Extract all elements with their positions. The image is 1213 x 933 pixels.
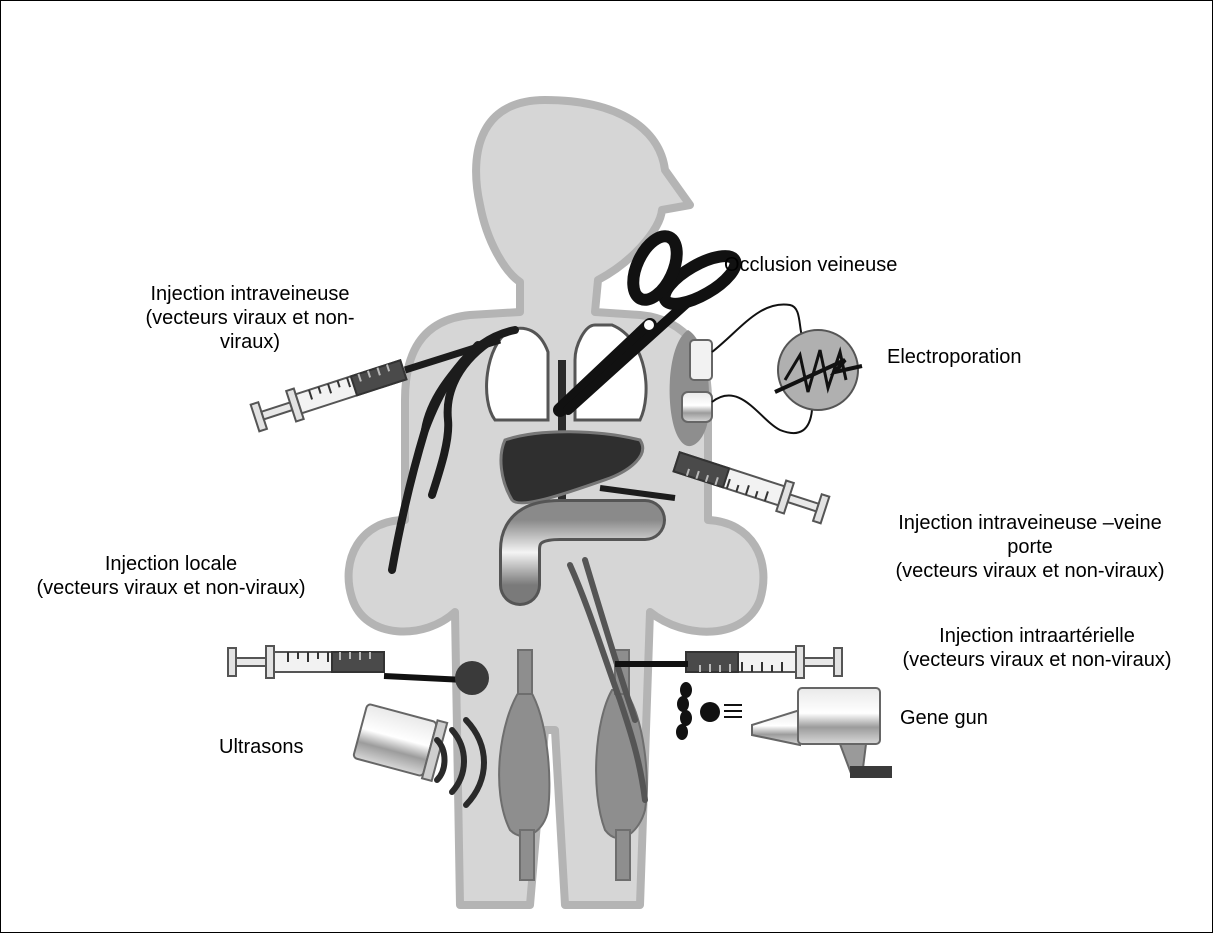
local-injection-site: [455, 661, 489, 695]
label-injection-intraarterielle: Injection intraartérielle (vecteurs vira…: [872, 624, 1202, 672]
syringe-local-icon: [228, 646, 384, 678]
label-injection-intraveineuse: Injection intraveineuse (vecteurs viraux…: [125, 282, 375, 354]
label-ultrasons: Ultrasons: [219, 735, 303, 759]
syringe-intraarterial-icon: [686, 646, 842, 678]
label-electroporation: Electroporation: [887, 345, 1022, 369]
label-occlusion-veineuse: Occlusion veineuse: [724, 253, 897, 277]
gene-gun-icon: [676, 682, 892, 778]
syringe-iv-icon: [250, 355, 408, 434]
label-injection-veine-porte: Injection intraveineuse –veine porte (ve…: [850, 511, 1210, 583]
label-gene-gun: Gene gun: [900, 706, 988, 730]
label-injection-locale: Injection locale (vecteurs viraux et non…: [6, 552, 336, 600]
